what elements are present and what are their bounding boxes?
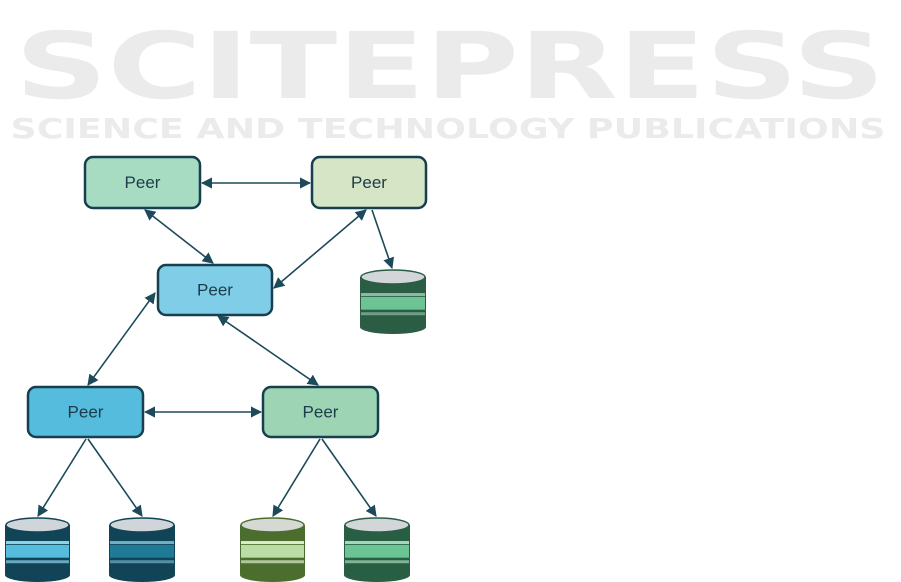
database-icon: [240, 517, 305, 582]
edges: [37, 177, 395, 517]
peer-box: [261, 385, 380, 439]
database-icon: [360, 269, 426, 334]
bidirectional-arrow: [144, 209, 214, 264]
watermark: SCITEPRESS SCIENCE AND TECHNOLOGY PUBLIC…: [11, 13, 886, 145]
peer-label: Peer: [351, 173, 387, 192]
arrow: [272, 438, 321, 517]
watermark-title: SCITEPRESS: [15, 13, 885, 120]
bidirectional-arrow: [87, 292, 156, 386]
database-icon: [109, 517, 175, 582]
arrow: [321, 438, 377, 517]
peer-node[interactable]: Peer: [83, 155, 202, 210]
peer-box: [310, 155, 428, 210]
peer-label: Peer: [68, 402, 104, 421]
peer-box: [83, 155, 202, 210]
peer-node[interactable]: Peer: [310, 155, 428, 210]
peer-node[interactable]: Peer: [261, 385, 380, 439]
bidirectional-arrow: [273, 209, 367, 289]
database-icon: [344, 517, 410, 582]
databases: [5, 269, 426, 582]
peer-box: [156, 263, 274, 317]
arrow: [87, 438, 143, 517]
arrow: [37, 438, 87, 517]
peer-label: Peer: [197, 280, 233, 299]
peer-box: [26, 385, 145, 439]
database-icon: [5, 517, 70, 582]
watermark-subtitle: SCIENCE AND TECHNOLOGY PUBLICATIONS: [11, 112, 886, 145]
arrow: [371, 209, 395, 270]
bidirectional-arrow: [217, 315, 319, 386]
peer-node[interactable]: Peer: [26, 385, 145, 439]
peer-node[interactable]: Peer: [156, 263, 274, 317]
peer-label: Peer: [303, 402, 339, 421]
peer-label: Peer: [125, 173, 161, 192]
